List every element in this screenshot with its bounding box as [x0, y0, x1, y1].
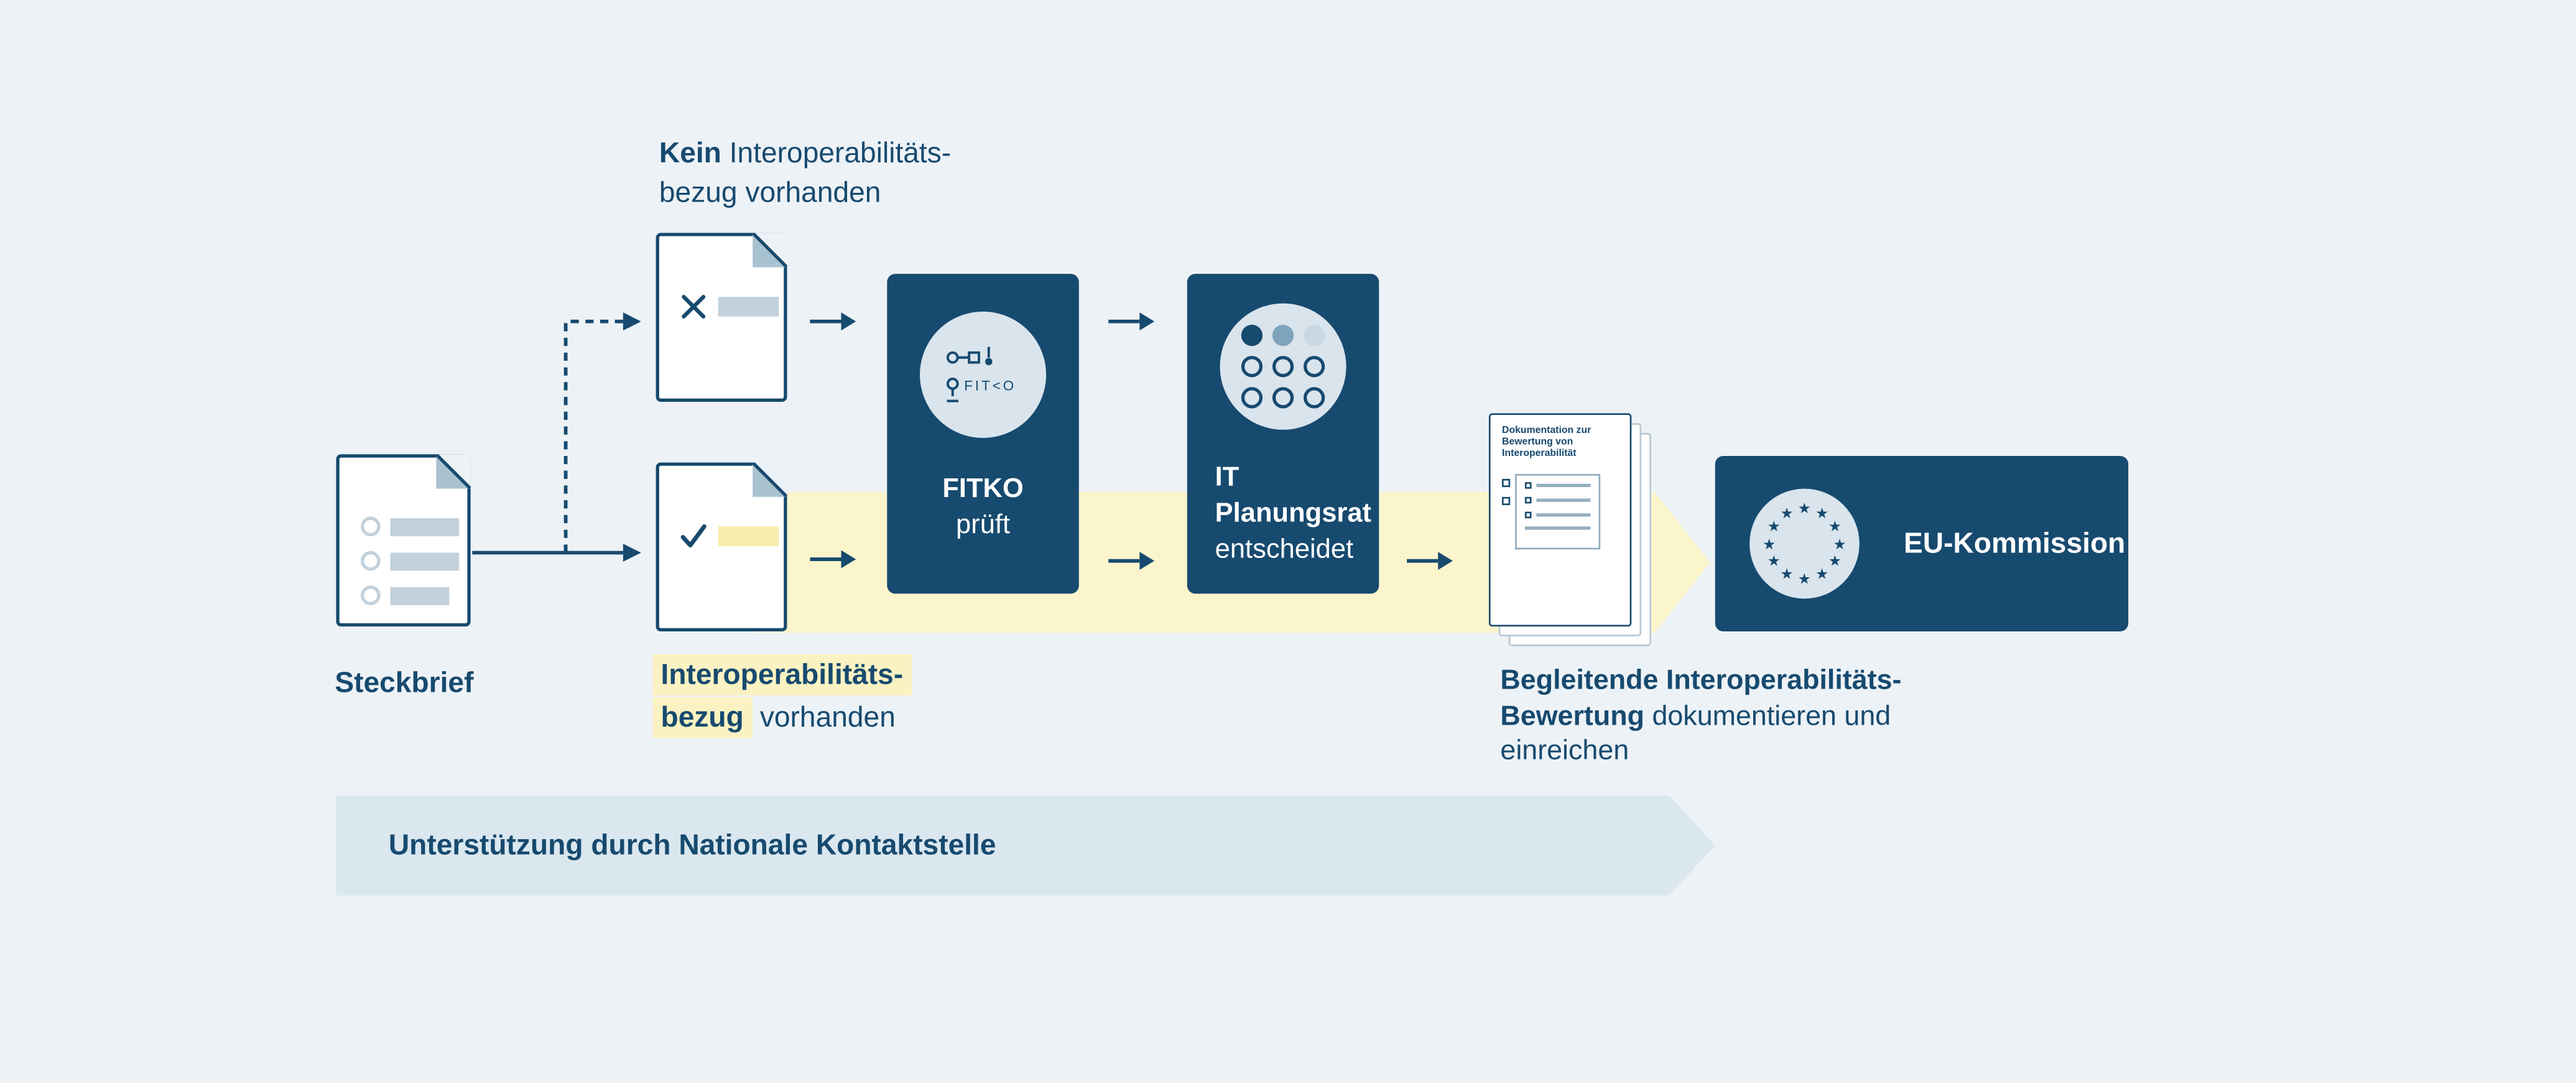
bullet-circle-icon: [361, 551, 381, 571]
fitko-action: prüft: [956, 509, 1011, 540]
council-dots-icon: [1220, 304, 1346, 430]
steckbrief-content: [361, 516, 460, 605]
bullet-circle-icon: [361, 516, 381, 537]
interop-label-rest: vorhanden: [752, 700, 896, 733]
no-interop-label-line2: bezug vorhanden: [659, 175, 881, 208]
arrow-icon: [810, 312, 856, 331]
eu-kommission-label: EU-Kommission: [1903, 526, 2126, 560]
assessment-line2-bold: Bewertung: [1500, 699, 1644, 731]
no-interop-doc-content: [677, 291, 779, 323]
national-contact-support-band: Unterstützung durch Nationale Kontaktste…: [336, 796, 1715, 896]
arrow-icon: [810, 550, 856, 569]
steckbrief-row: [361, 551, 460, 571]
it-box-line1: IT: [1215, 462, 1239, 492]
text-placeholder-bar: [390, 552, 460, 570]
folded-corner-icon: [436, 454, 471, 489]
steckbrief-document: [336, 454, 471, 627]
fitko-logo-text: FIT<O: [964, 378, 1016, 393]
folded-corner-icon: [753, 462, 787, 497]
no-interop-label-line1: Kein Interoperabilitäts-: [659, 133, 951, 172]
dashed-branch-arrowhead: [623, 312, 641, 331]
stack-title-line1: Dokumentation zur: [1502, 426, 1591, 437]
no-interop-label-rest: Interoperabilitäts-: [721, 136, 952, 169]
steckbrief-row: [361, 516, 460, 537]
dot: [1304, 325, 1325, 346]
stack-page-front: Dokumentation zur Bewertung von Interope…: [1488, 413, 1632, 627]
eu-kommission-box: ★★★★★★★★★★★★ EU-Kommission: [1715, 455, 2129, 632]
assessment-line3: einreichen: [1500, 735, 1629, 766]
highlight-placeholder-bar: [718, 526, 779, 546]
fitko-logo-badge: FIT<O: [920, 311, 1047, 438]
text-placeholder-bar: [718, 297, 779, 317]
folded-corner-icon: [753, 233, 787, 267]
text-placeholder-bar: [390, 517, 460, 536]
dot: [1241, 356, 1263, 378]
stack-title-line3: Interoperabilität: [1502, 450, 1577, 460]
interop-label-highlight2: bezug: [652, 697, 752, 738]
stack-list-icon: [1515, 473, 1601, 550]
dot: [1272, 356, 1294, 378]
text-placeholder-bar: [390, 586, 450, 605]
interop-doc-content: [677, 520, 779, 553]
dot: [1272, 387, 1294, 409]
dot: [1304, 356, 1325, 378]
interop-label: Interoperabilitäts- bezug vorhanden: [652, 653, 912, 738]
interop-document: [656, 462, 787, 632]
dot: [1241, 387, 1263, 409]
stack-title: Dokumentation zur Bewertung von Interope…: [1491, 415, 1630, 462]
eu-stars-icon: ★★★★★★★★★★★★: [1763, 500, 1846, 587]
steckbrief-label: Steckbrief: [335, 666, 474, 699]
fitko-logo-icon: FIT<O: [946, 346, 1016, 402]
branch-connector: [472, 312, 641, 562]
stack-title-line2: Bewertung von: [1502, 438, 1573, 449]
support-band-label: Unterstützung durch Nationale Kontaktste…: [388, 828, 996, 862]
stack-side-squares: [1502, 474, 1511, 549]
cross-icon: [682, 295, 706, 319]
council-badge: [1220, 303, 1346, 430]
bullet-circle-icon: [361, 585, 381, 605]
no-interop-document: [656, 233, 787, 402]
arrow-icon: [1407, 552, 1453, 570]
steckbrief-row: [361, 585, 459, 605]
no-interop-label: Kein Interoperabilitäts- bezug vorhanden: [659, 133, 951, 212]
arrow-icon: [1108, 552, 1155, 570]
interop-label-line2: bezug vorhanden: [652, 695, 911, 738]
it-planungsrat-box: IT Planungsrat entscheidet: [1187, 274, 1379, 594]
assessment-label: Begleitende Interoperabilitäts- Bewertun…: [1500, 662, 1901, 768]
solid-branch-arrowhead: [623, 543, 641, 562]
interop-label-line1: Interoperabilitäts-: [652, 653, 912, 695]
fitko-box-text: FITKO prüft: [887, 471, 1078, 543]
assessment-line1: Begleitende Interoperabilitäts-: [1500, 664, 1902, 695]
fitko-name: FITKO: [942, 473, 1024, 504]
stack-body: [1502, 473, 1601, 550]
interop-label-highlight1: Interoperabilitäts-: [652, 654, 912, 695]
it-box-line3: entscheidet: [1215, 534, 1354, 564]
dot: [1272, 325, 1294, 346]
assessment-line2: Bewertung dokumentieren und: [1500, 698, 1901, 733]
dot: [1304, 387, 1325, 409]
fitko-box: FIT<O FITKO prüft: [887, 274, 1079, 594]
arrow-icon: [1108, 312, 1155, 331]
documentation-stack: Dokumentation zur Bewertung von Interope…: [1488, 413, 1653, 648]
no-interop-label-bold: Kein: [659, 136, 721, 169]
check-icon: [680, 524, 707, 548]
dot: [1241, 325, 1263, 346]
assessment-line2-rest: dokumentieren und: [1644, 699, 1891, 731]
it-box-text: IT Planungsrat entscheidet: [1187, 459, 1379, 567]
it-box-line2: Planungsrat: [1215, 498, 1372, 528]
dashed-branch-line: [563, 319, 623, 553]
eu-stars-badge: ★★★★★★★★★★★★: [1749, 488, 1860, 599]
